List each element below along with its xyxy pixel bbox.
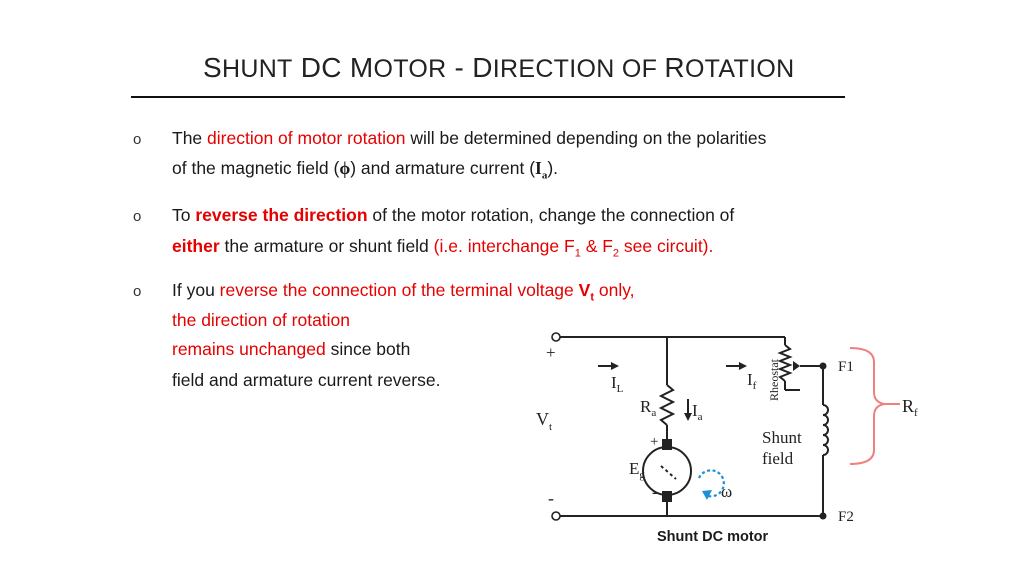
il-label: IL [611,373,624,395]
circuit-caption: Shunt DC motor [657,529,769,545]
title-part: OTATION [684,55,795,83]
brush-top [662,439,672,450]
if-label: If [747,370,757,392]
rheostat-resistor [777,344,793,382]
minus-sign: - [548,488,554,508]
subscript: t [590,291,594,304]
rf-label: Rf [902,396,918,419]
title-part: HUNT [221,55,293,83]
title-part: M [349,52,374,83]
omega-arrowhead [702,490,712,500]
text-run: ). [547,158,559,178]
rotor-indicator [660,465,677,480]
bullet-marker: o [133,283,142,300]
text-run: since both [325,339,411,359]
bullet-2-line-1: To reverse the direction of the motor ro… [172,205,734,226]
shunt-field-label-2: field [762,449,794,468]
text-run: If you [172,280,220,300]
bullet-3-line-4: field and armature current reverse. [172,370,441,390]
bullet-marker: o [133,208,142,225]
subscript: a [541,169,548,182]
subscript: 2 [612,247,620,260]
ia-label: Ia [692,401,703,423]
terminal-negative [551,511,561,521]
rheostat-label: Rheostat [767,358,781,401]
slide-title: SHUNT DC MOTOR - DIRECTION OF ROTATION [203,52,794,84]
text-run: of the motor rotation, change the connec… [367,205,735,225]
title-part: IRECTION OF [492,55,665,83]
bullet-3-line-2: the direction of rotation [172,310,351,330]
text-run: To [172,205,196,225]
ia-arrowhead [684,413,692,421]
text-run-red: (i.e. interchange F [433,236,575,256]
armature-minus: - [652,484,657,501]
omega-label: ω [721,482,732,501]
armature-plus: + [650,434,658,450]
bullet-marker: o [133,131,142,148]
title-part: - [446,52,473,83]
eg-label: Eg [629,459,645,481]
text-run-red-bold: either [172,236,220,256]
il-arrowhead [611,362,619,370]
omega-rotation-arc [697,469,725,498]
arrowheads [611,361,800,421]
text-run-red: remains unchanged [172,339,326,359]
node-f1 [819,362,827,370]
text-run-red-bold: reverse the direction [195,205,368,225]
text-run: the armature or shunt field [219,236,434,256]
title-part: D [472,52,493,83]
if-arrowhead [739,362,747,370]
text-run-red: & F [580,236,613,256]
brush-bottom [662,491,672,502]
text-run-red: direction of motor rotation [207,128,406,148]
ra-resistor [658,384,676,426]
rf-brace [849,347,885,465]
title-part: R [664,52,685,83]
bullet-3-line-3: remains unchanged since both [172,339,410,360]
text-run: of the magnetic field ( [172,158,340,178]
phi-symbol: ϕ [339,158,351,178]
bullet-1-line-2: of the magnetic field (ϕ) and armature c… [172,158,558,182]
text-run: The [172,128,208,148]
title-part: S [203,52,222,83]
terminal-positive [551,332,561,342]
f1-label: F1 [838,359,854,375]
shunt-field-label-1: Shunt [762,428,802,447]
text-run-red: see circuit). [619,236,714,256]
plus-sign: + [546,343,556,362]
ra-label: Ra [640,397,656,419]
text-run-red: reverse the connection of the terminal v… [219,280,579,300]
bullet-1-line-1: The direction of motor rotation will be … [172,128,766,149]
title-part: OTOR [373,55,447,83]
shunt-field-coil [822,404,829,456]
title-underline [131,96,845,98]
armature-current-symbol: I [535,158,542,178]
terminal-voltage-symbol: V [578,280,591,300]
text-run-red: only, [594,280,635,300]
bullet-2-line-2: either the armature or shunt field (i.e.… [172,236,713,260]
vt-label: Vt [536,409,552,433]
bullet-3-line-1: If you reverse the connection of the ter… [172,280,635,304]
subscript: 1 [574,247,581,260]
text-run: will be determined depending on the pola… [405,128,767,148]
node-f2 [819,512,827,520]
wiper-arrowhead [793,361,800,371]
text-run: ) and armature current ( [350,158,536,178]
title-part: DC [292,52,350,83]
f2-label: F2 [838,509,854,525]
